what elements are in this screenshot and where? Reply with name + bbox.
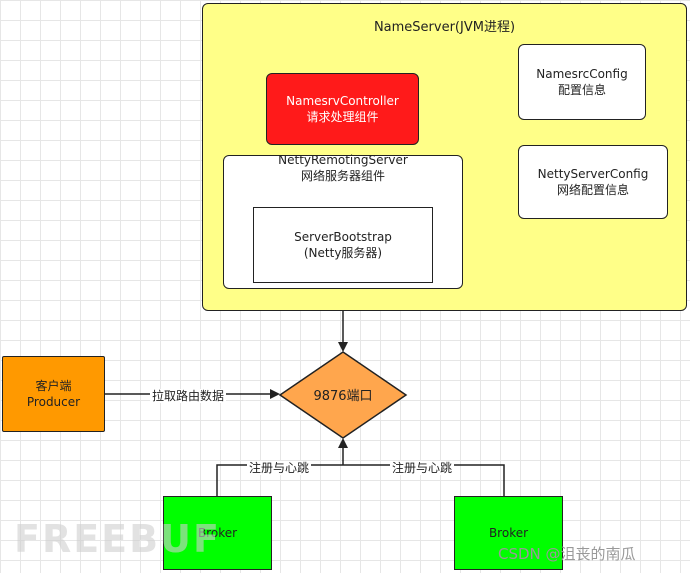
broker-box: Broker: [454, 496, 563, 570]
broker-label: Broker: [488, 526, 529, 540]
controller-name: NamesrvController: [286, 94, 399, 108]
bootstrap-name: ServerBootstrap: [294, 230, 392, 244]
netty-server-config-desc: 网络配置信息: [556, 183, 629, 197]
namesrv-config-desc: 配置信息: [557, 83, 606, 97]
broker-label: Broker: [197, 526, 238, 540]
bootstrap-desc: (Netty服务器): [303, 246, 383, 260]
register-heartbeat-label-right: 注册与心跳: [390, 461, 455, 475]
producer-client-box: 客户端 Producer: [2, 356, 105, 432]
broker-register-connector: [216, 464, 505, 496]
namesrv-config-box: NamesrcConfig 配置信息: [518, 44, 646, 120]
remoting-server-desc: 网络服务器组件: [300, 169, 385, 183]
netty-server-config-box: NettyServerConfig 网络配置信息: [518, 145, 668, 219]
producer-client-label: 客户端: [35, 379, 72, 393]
namesrv-controller-box: NamesrvController 请求处理组件: [266, 73, 419, 145]
netty-server-config-name: NettyServerConfig: [537, 167, 649, 181]
remoting-server-name: NettyRemotingServer: [278, 153, 408, 167]
namesrv-config-name: NamesrcConfig: [536, 67, 628, 81]
register-heartbeat-label-left: 注册与心跳: [247, 461, 312, 475]
port-label: 9876端口: [313, 389, 373, 404]
credit-text: CSDN @沮丧的南瓜: [498, 545, 636, 563]
producer-name: Producer: [26, 395, 81, 409]
pull-route-label: 拉取路由数据: [150, 389, 227, 403]
controller-desc: 请求处理组件: [306, 110, 379, 124]
remoting-server-title: NettyRemotingServer 网络服务器组件: [224, 152, 462, 184]
nameserver-title: NameServer(JVM进程): [373, 20, 516, 35]
watermark-logo: FREEBUF: [14, 517, 221, 561]
broker-box: Broker: [163, 496, 272, 570]
server-bootstrap-box: ServerBootstrap (Netty服务器): [253, 207, 433, 283]
